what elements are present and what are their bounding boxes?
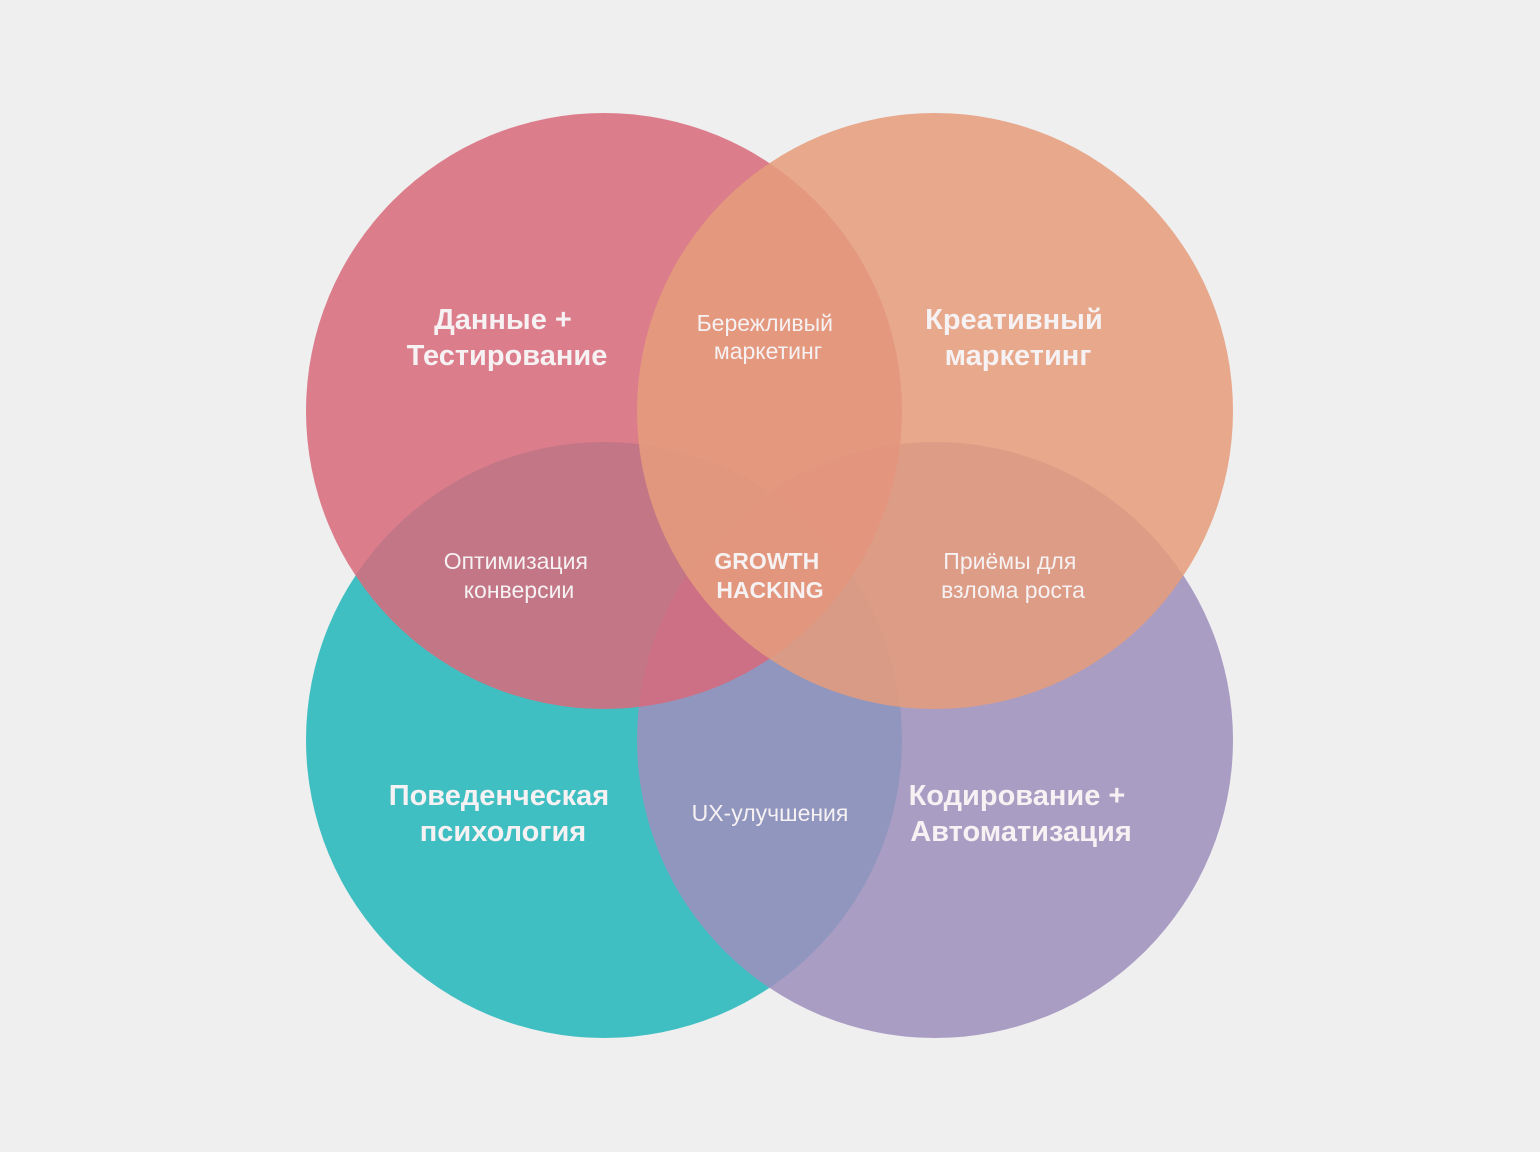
label-growth-hacking-line2: HACKING (716, 577, 823, 603)
label-behavioral-psychology: Поведенческая психология (389, 780, 618, 848)
label-creative-marketing: Креативный маркетинг (925, 304, 1111, 372)
label-creative-marketing-line1: Креативный (925, 304, 1103, 336)
label-lean-marketing-line1: Бережливый (697, 310, 833, 336)
label-ux-improvements-line1: UX-улучшения (692, 800, 849, 826)
label-conversion-optimization-line1: Оптимизация (444, 548, 588, 574)
label-conversion-optimization-line2: конверсии (464, 577, 575, 603)
label-lean-marketing-line2: маркетинг (714, 338, 822, 364)
label-coding-automation-line1: Кодирование + (909, 780, 1126, 812)
circle-creative-marketing (637, 113, 1233, 709)
label-growth-hacks: Приёмы для взлома роста (941, 548, 1085, 603)
label-data-testing-line2: Тестирование (407, 340, 608, 372)
label-growth-hacking-line1: GROWTH (714, 548, 819, 574)
label-behavioral-psychology-line1: Поведенческая (389, 780, 609, 812)
label-growth-hacks-line2: взлома роста (941, 577, 1085, 603)
label-coding-automation: Кодирование + Автоматизация (909, 780, 1134, 848)
label-conversion-optimization: Оптимизация конверсии (444, 548, 595, 603)
label-behavioral-psychology-line2: психология (420, 816, 586, 848)
label-ux-improvements: UX-улучшения (692, 800, 849, 826)
label-growth-hacking: GROWTH HACKING (714, 548, 825, 603)
label-creative-marketing-line2: маркетинг (945, 340, 1092, 372)
label-data-testing: Данные + Тестирование (407, 304, 608, 372)
label-lean-marketing: Бережливый маркетинг (697, 310, 840, 364)
circles-layer (306, 113, 1233, 1038)
label-data-testing-line1: Данные + (434, 304, 572, 336)
label-growth-hacks-line1: Приёмы для (943, 548, 1076, 574)
label-coding-automation-line2: Автоматизация (910, 816, 1132, 848)
